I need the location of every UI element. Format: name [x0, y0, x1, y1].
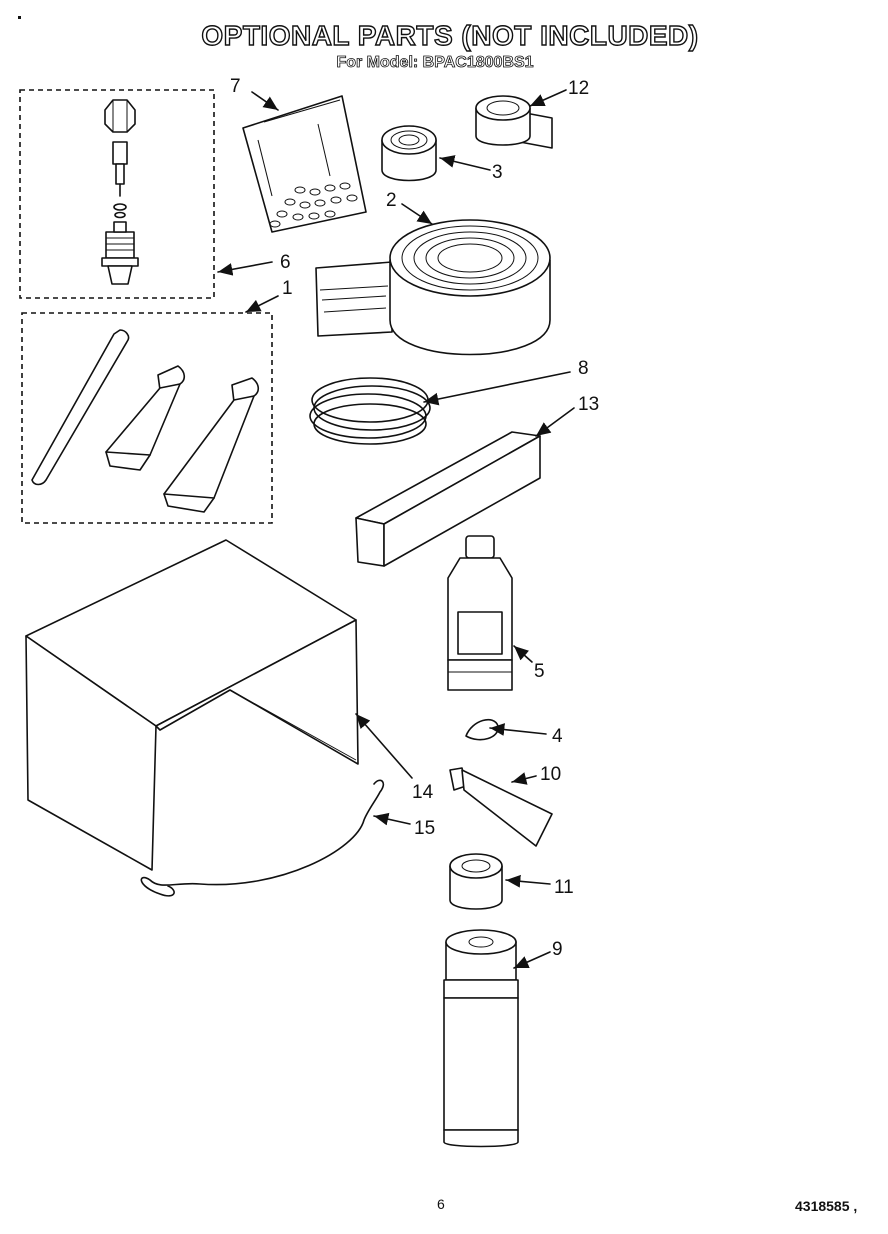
model-subtitle: For Model: BPAC1800BS1	[336, 54, 534, 72]
callout-10: 10	[540, 764, 561, 785]
part-3-tape-roll	[381, 125, 437, 182]
callout-4: 4	[552, 726, 563, 747]
part-2-insulation-roll	[315, 219, 551, 356]
callout-8: 8	[578, 358, 589, 379]
part-11-small-roll	[449, 853, 503, 910]
valve-kit-group-box	[19, 89, 215, 299]
page-number: 6	[437, 1196, 445, 1212]
part-14-cover	[25, 539, 359, 871]
callout-9: 9	[552, 939, 563, 960]
part-5-bottle	[447, 535, 513, 691]
part-9-spray-can	[443, 929, 519, 1148]
part-1-lubricant-kit	[31, 329, 260, 513]
part-15-cord	[140, 779, 385, 897]
callout-14: 14	[412, 782, 434, 803]
part-8-wire-coil	[309, 377, 431, 445]
lubricant-kit-group-box	[21, 312, 273, 524]
callout-3: 3	[492, 162, 503, 183]
callout-11: 11	[554, 877, 574, 898]
part-7-screw-bag	[242, 95, 367, 233]
callout-2: 2	[386, 190, 397, 211]
page-title: OPTIONAL PARTS (NOT INCLUDED)	[201, 19, 699, 51]
callout-13: 13	[578, 394, 599, 415]
callout-6: 6	[280, 252, 291, 273]
callout-5: 5	[534, 661, 545, 682]
part-10-tube	[449, 767, 553, 847]
part-6-valve-fitting	[101, 99, 139, 285]
callout-12: 12	[568, 78, 589, 99]
part-12-tape-roll	[475, 95, 553, 149]
document-number: 4318585 ,	[795, 1198, 858, 1214]
part-13-foam-strip	[355, 431, 541, 567]
callout-15: 15	[414, 818, 435, 839]
corner-mark	[18, 16, 21, 19]
callout-1: 1	[282, 278, 293, 299]
part-4-cap	[465, 718, 499, 741]
callout-7: 7	[230, 76, 241, 97]
callout-arrows	[217, 89, 575, 969]
